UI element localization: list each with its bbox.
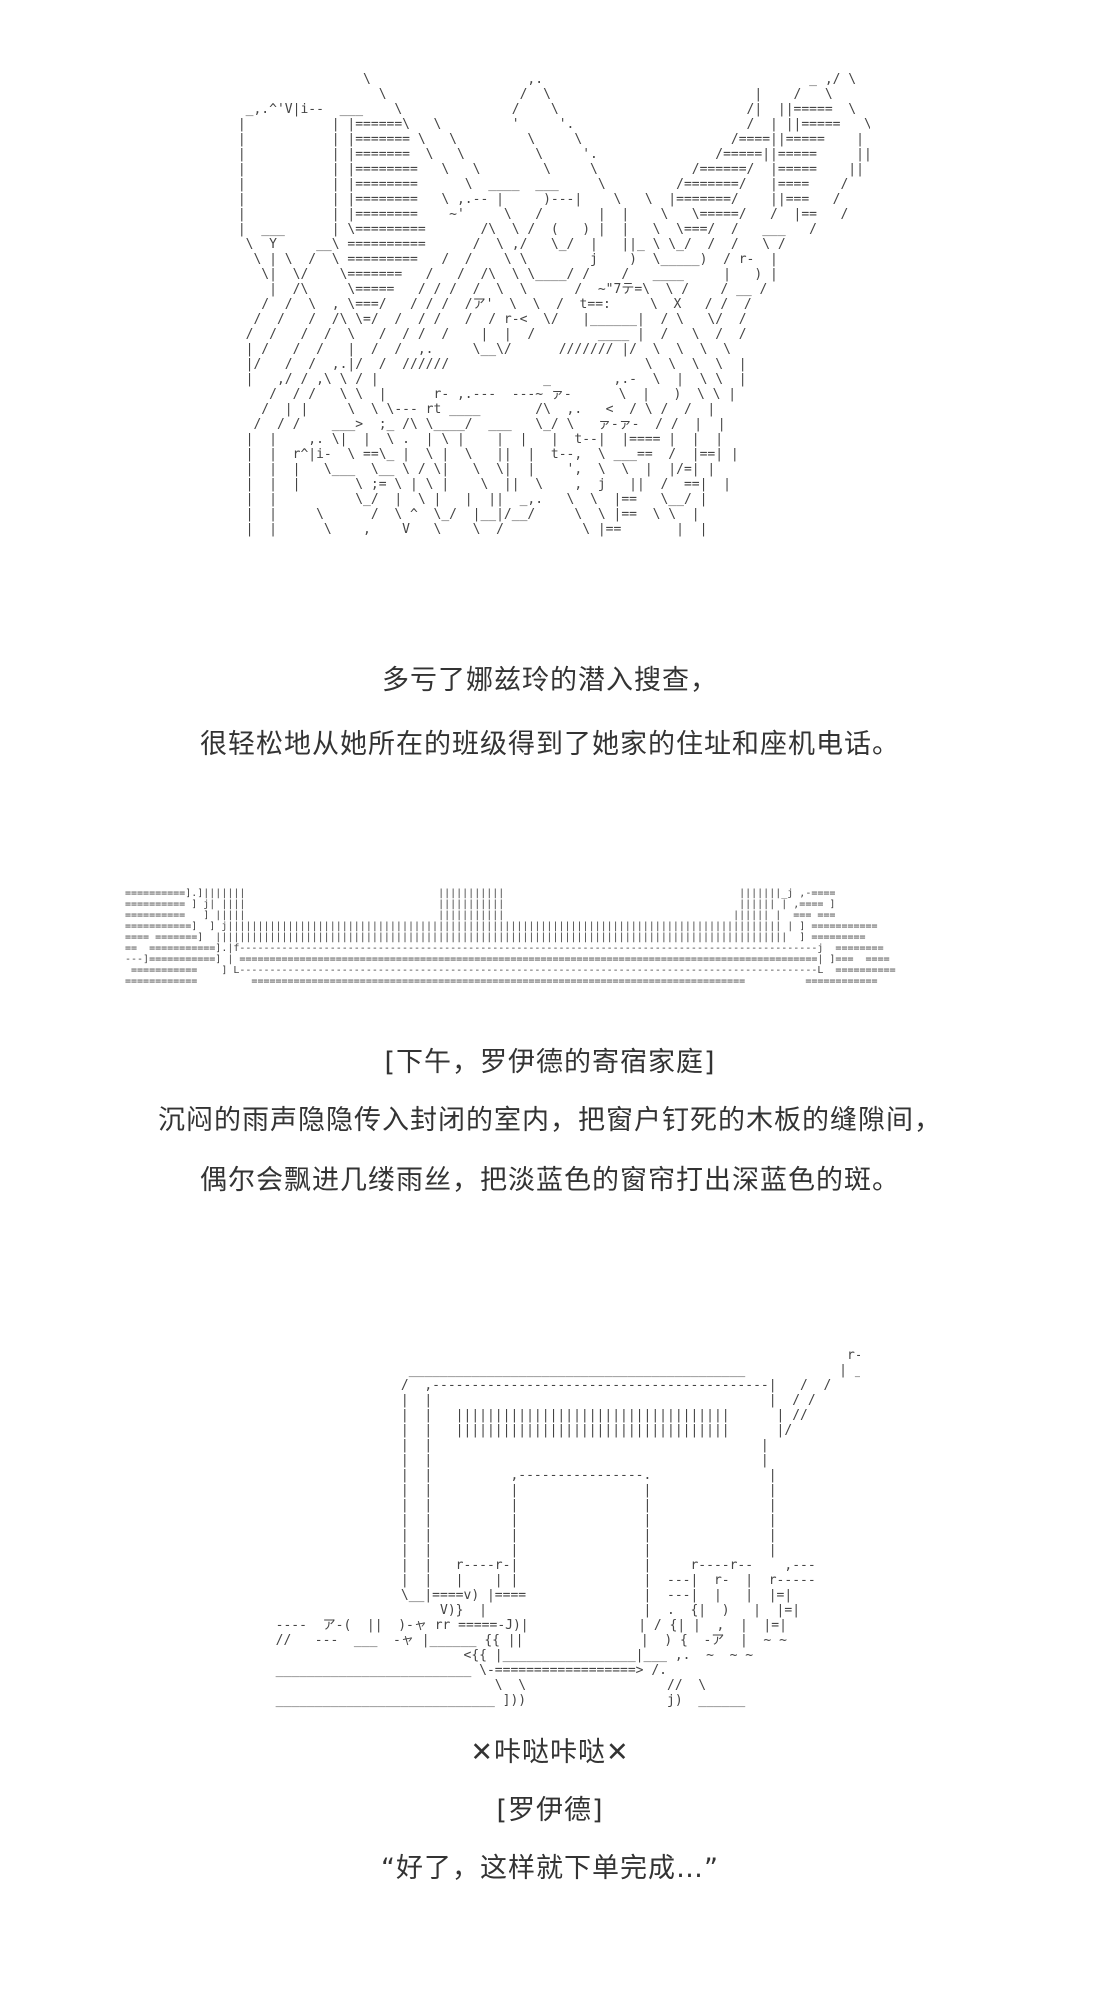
ascii-art-window-boarded: ==========].]||||||| ||||||||||| |||||||… bbox=[125, 888, 896, 987]
ascii-art-character-portrait: \ ,. _ ,/ \ \ / \ | / \ _,.^'V|i-- ___ \… bbox=[237, 72, 870, 537]
speaker-name: [罗伊德] bbox=[496, 1795, 604, 1826]
narration-line-1: 多亏了娜兹玲的潜入搜查， bbox=[382, 665, 718, 696]
ascii-art-computer-desk: ,-. \ / \ r- / _ \ _ bbox=[275, 1348, 860, 1708]
narration-line-4: 偶尔会飘进几缕雨丝，把淡蓝色的窗帘打出深蓝色的斑。 bbox=[200, 1165, 900, 1196]
sound-effect-caption: ✕咔哒咔哒✕ bbox=[470, 1737, 630, 1768]
narration-line-2: 很轻松地从她所在的班级得到了她家的住址和座机电话。 bbox=[200, 729, 900, 760]
dialogue-line: “好了，这样就下单完成…” bbox=[381, 1853, 719, 1884]
scene-location-caption: [下午，罗伊德的寄宿家庭] bbox=[384, 1047, 716, 1078]
narration-line-3: 沉闷的雨声隐隐传入封闭的室内，把窗户钉死的木板的缝隙间， bbox=[158, 1105, 942, 1136]
